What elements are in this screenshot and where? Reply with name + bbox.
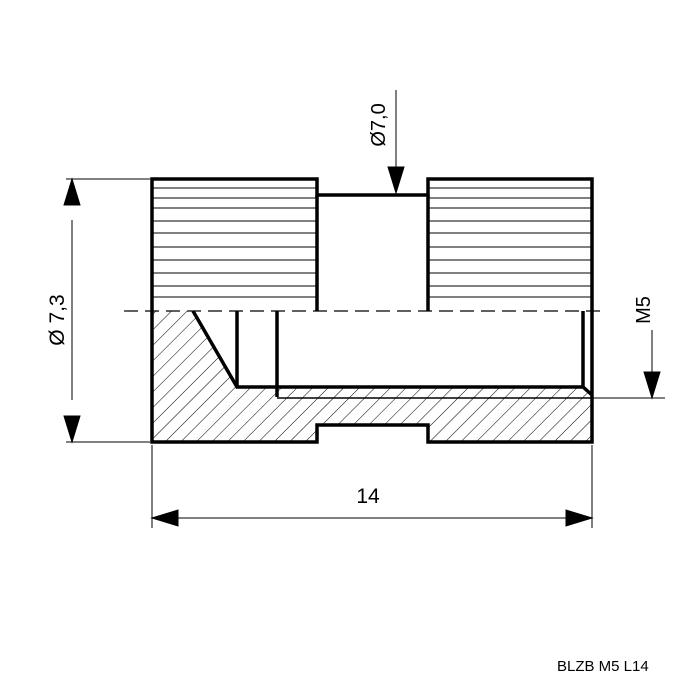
groove-diameter-label: Ø7,0 [368, 103, 390, 146]
section-hatch [152, 311, 592, 442]
length-label: 14 [356, 485, 380, 508]
thread-label: M5 [633, 296, 655, 324]
knurl-lines [152, 187, 592, 298]
part-code: BLZB M5 L14 [557, 658, 649, 675]
dimension-groove-diameter [387, 90, 405, 195]
dimension-thread [592, 330, 665, 400]
dimension-outer-diameter [63, 177, 150, 444]
outer-diameter-label: Ø 7,3 [46, 294, 69, 345]
dimension-length [150, 445, 594, 528]
